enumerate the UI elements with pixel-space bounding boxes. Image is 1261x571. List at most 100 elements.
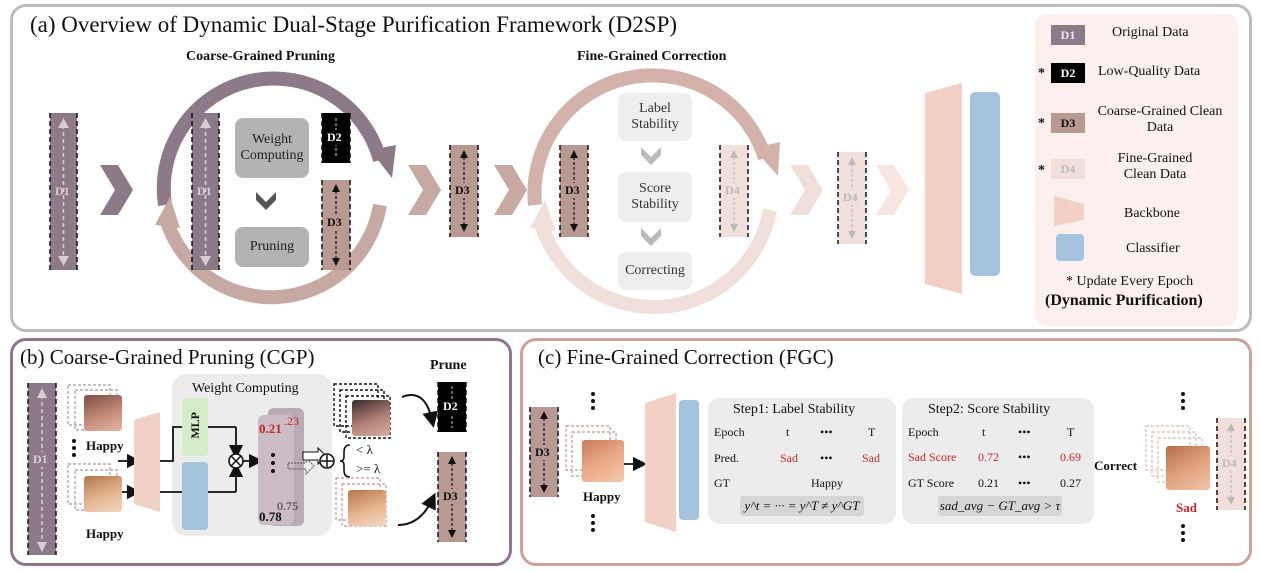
weight-computing-label-b: Weight Computing bbox=[192, 381, 299, 396]
step1-formula: y^t = ··· = y^T ≠ y^GT bbox=[740, 496, 864, 516]
step1-gt-value: Happy bbox=[811, 476, 843, 490]
step2-epoch-dots: ••• bbox=[1018, 425, 1031, 439]
overview-panel bbox=[10, 4, 1252, 332]
classifier-shape bbox=[970, 92, 1000, 276]
legend-note: * Update Every Epoch bbox=[1066, 274, 1194, 289]
d4-label: D4 bbox=[843, 190, 858, 205]
step2-sad-label: Sad Score bbox=[908, 450, 957, 464]
correct-label: Correct bbox=[1094, 458, 1138, 473]
legend-d2-label: Low-Quality Data bbox=[1098, 64, 1201, 79]
fgc-panel bbox=[520, 338, 1252, 566]
weight-value-2: 0.78 bbox=[259, 509, 282, 524]
step1-pred-label: Pred. bbox=[714, 451, 739, 465]
step2-gt-T: 0.27 bbox=[1060, 476, 1081, 490]
label-stability-text: Label Stability bbox=[631, 100, 679, 132]
d2-label-b: D2 bbox=[443, 399, 458, 414]
step1-epoch-T: T bbox=[868, 425, 876, 439]
d2-label: D2 bbox=[327, 130, 342, 145]
label-stability-box: Label Stability bbox=[618, 93, 692, 141]
step2-epoch-T: T bbox=[1067, 425, 1075, 439]
correcting-box: Correcting bbox=[618, 252, 692, 290]
d3-label: D3 bbox=[455, 183, 470, 198]
pruning-box: Pruning bbox=[235, 227, 309, 267]
face-thumbnail bbox=[348, 490, 386, 526]
pruning-text: Pruning bbox=[249, 238, 295, 254]
legend-d1-label: Original Data bbox=[1112, 25, 1189, 40]
weight-value-1: 0.21 bbox=[259, 421, 282, 436]
step2-sad-T: 0.69 bbox=[1060, 450, 1081, 464]
happy-label-1: Happy bbox=[86, 438, 124, 453]
face-thumbnail bbox=[582, 440, 624, 482]
legend-backbone-label: Backbone bbox=[1124, 206, 1180, 221]
coarse-grained-heading: Coarse-Grained Pruning bbox=[186, 49, 335, 64]
weight-computing-box: Weight Computing bbox=[235, 118, 309, 178]
step2-epoch-label: Epoch bbox=[908, 425, 939, 439]
step2-sad-t: 0.72 bbox=[978, 450, 999, 464]
d3-label-b: D3 bbox=[443, 489, 458, 504]
legend-d2-swatch: D2 bbox=[1051, 63, 1085, 83]
d4-label-c: D4 bbox=[1222, 456, 1237, 471]
legend-classifier-label: Classifier bbox=[1126, 241, 1180, 256]
step2-epoch-t: t bbox=[982, 425, 986, 439]
step1-gt-label: GT bbox=[714, 476, 730, 490]
threshold-lt: < λ bbox=[356, 442, 373, 457]
step2-gt-dots: ••• bbox=[1018, 476, 1031, 490]
legend-d2-star: * bbox=[1038, 66, 1045, 81]
d4-label-fine: D4 bbox=[725, 183, 740, 198]
face-thumbnail bbox=[84, 476, 122, 512]
face-thumbnail bbox=[1166, 446, 1210, 490]
d3-label-fine: D3 bbox=[565, 183, 580, 198]
face-thumbnail bbox=[84, 395, 122, 431]
legend-d4-swatch: D4 bbox=[1051, 159, 1085, 179]
d1-label: D1 bbox=[55, 184, 70, 198]
face-thumbnail bbox=[352, 400, 390, 436]
step2-formula: sad_avg − GT_avg > τ bbox=[938, 496, 1062, 516]
step1-epoch-label: Epoch bbox=[714, 425, 745, 439]
d1-label-b: D1 bbox=[33, 452, 48, 467]
classifier-legend-icon bbox=[1056, 234, 1084, 261]
step1-epoch-dots: ••• bbox=[820, 425, 833, 439]
step1-epoch-t: t bbox=[786, 425, 790, 439]
step1-pred-T: Sad bbox=[862, 451, 880, 465]
d1-block-a bbox=[49, 113, 78, 270]
legend-d3-label: Coarse-Grained Clean Data bbox=[1097, 104, 1223, 135]
legend-d3-swatch: D3 bbox=[1051, 113, 1085, 133]
happy-label-2: Happy bbox=[86, 526, 124, 541]
backbone-legend-icon bbox=[1054, 196, 1084, 226]
backbone-shape bbox=[925, 83, 962, 294]
legend-note-bold: (Dynamic Purification) bbox=[1045, 292, 1203, 309]
cgp-panel bbox=[10, 338, 512, 566]
prune-label: Prune bbox=[430, 358, 467, 373]
correcting-text: Correcting bbox=[625, 262, 685, 278]
step2-sad-dots: ••• bbox=[1018, 450, 1031, 464]
fgc-title: (c) Fine-Grained Correction (FGC) bbox=[538, 345, 834, 369]
step1-pred-t: Sad bbox=[780, 451, 798, 465]
legend-shapes bbox=[1054, 196, 1084, 261]
weight-computing-text: Weight Computing bbox=[240, 131, 304, 163]
step2-gt-label: GT Score bbox=[908, 476, 955, 490]
overview-title: (a) Overview of Dynamic Dual-Stage Purif… bbox=[30, 12, 678, 37]
sad-label: Sad bbox=[1176, 500, 1197, 515]
happy-label-c: Happy bbox=[583, 489, 621, 504]
step2-title: Step2: Score Stability bbox=[928, 402, 1051, 417]
step1-pred-dots: ••• bbox=[820, 451, 833, 465]
d3-label-circle: D3 bbox=[327, 215, 342, 230]
step1-title: Step1: Label Stability bbox=[733, 402, 856, 417]
weight-behind-2: 0.75 bbox=[277, 499, 298, 513]
legend-d4-star: * bbox=[1038, 163, 1045, 178]
legend-d3-star: * bbox=[1038, 116, 1045, 131]
d3-label-c: D3 bbox=[535, 445, 550, 460]
legend-d1-swatch: D1 bbox=[1051, 25, 1085, 45]
weight-behind-1: .23 bbox=[284, 414, 299, 428]
cgp-title: (b) Coarse-Grained Pruning (CGP) bbox=[20, 345, 315, 369]
chevron-1-icon bbox=[100, 165, 133, 215]
step2-gt-t: 0.21 bbox=[978, 476, 999, 490]
score-stability-text: Score Stability bbox=[631, 180, 679, 212]
score-stability-box: Score Stability bbox=[618, 172, 692, 222]
legend-d4-label: Fine-Grained Clean Data bbox=[1117, 151, 1193, 182]
threshold-ge: >= λ bbox=[356, 461, 381, 476]
d1-label-circle: D1 bbox=[197, 184, 212, 198]
